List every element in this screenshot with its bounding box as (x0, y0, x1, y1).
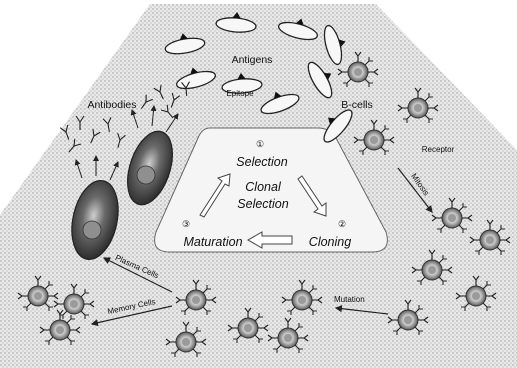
center-label-clonal: Clonal (245, 180, 282, 194)
mutation-label: Mutation (334, 295, 365, 304)
step-1-number: ① (256, 139, 264, 149)
step-maturation-label: Maturation (183, 235, 242, 249)
receptor-label: Receptor (422, 145, 455, 154)
epitope-label: Epitope (226, 89, 254, 98)
step-3-number: ③ (182, 219, 190, 229)
b-cells-label: B-cells (341, 99, 373, 111)
step-selection-label: Selection (236, 155, 287, 169)
antibodies-label: Antibodies (87, 99, 136, 111)
antigens-label: Antigens (232, 54, 273, 66)
center-label-selection: Selection (237, 197, 288, 211)
step-2-number: ② (338, 219, 346, 229)
step-cloning-label: Cloning (309, 235, 351, 249)
